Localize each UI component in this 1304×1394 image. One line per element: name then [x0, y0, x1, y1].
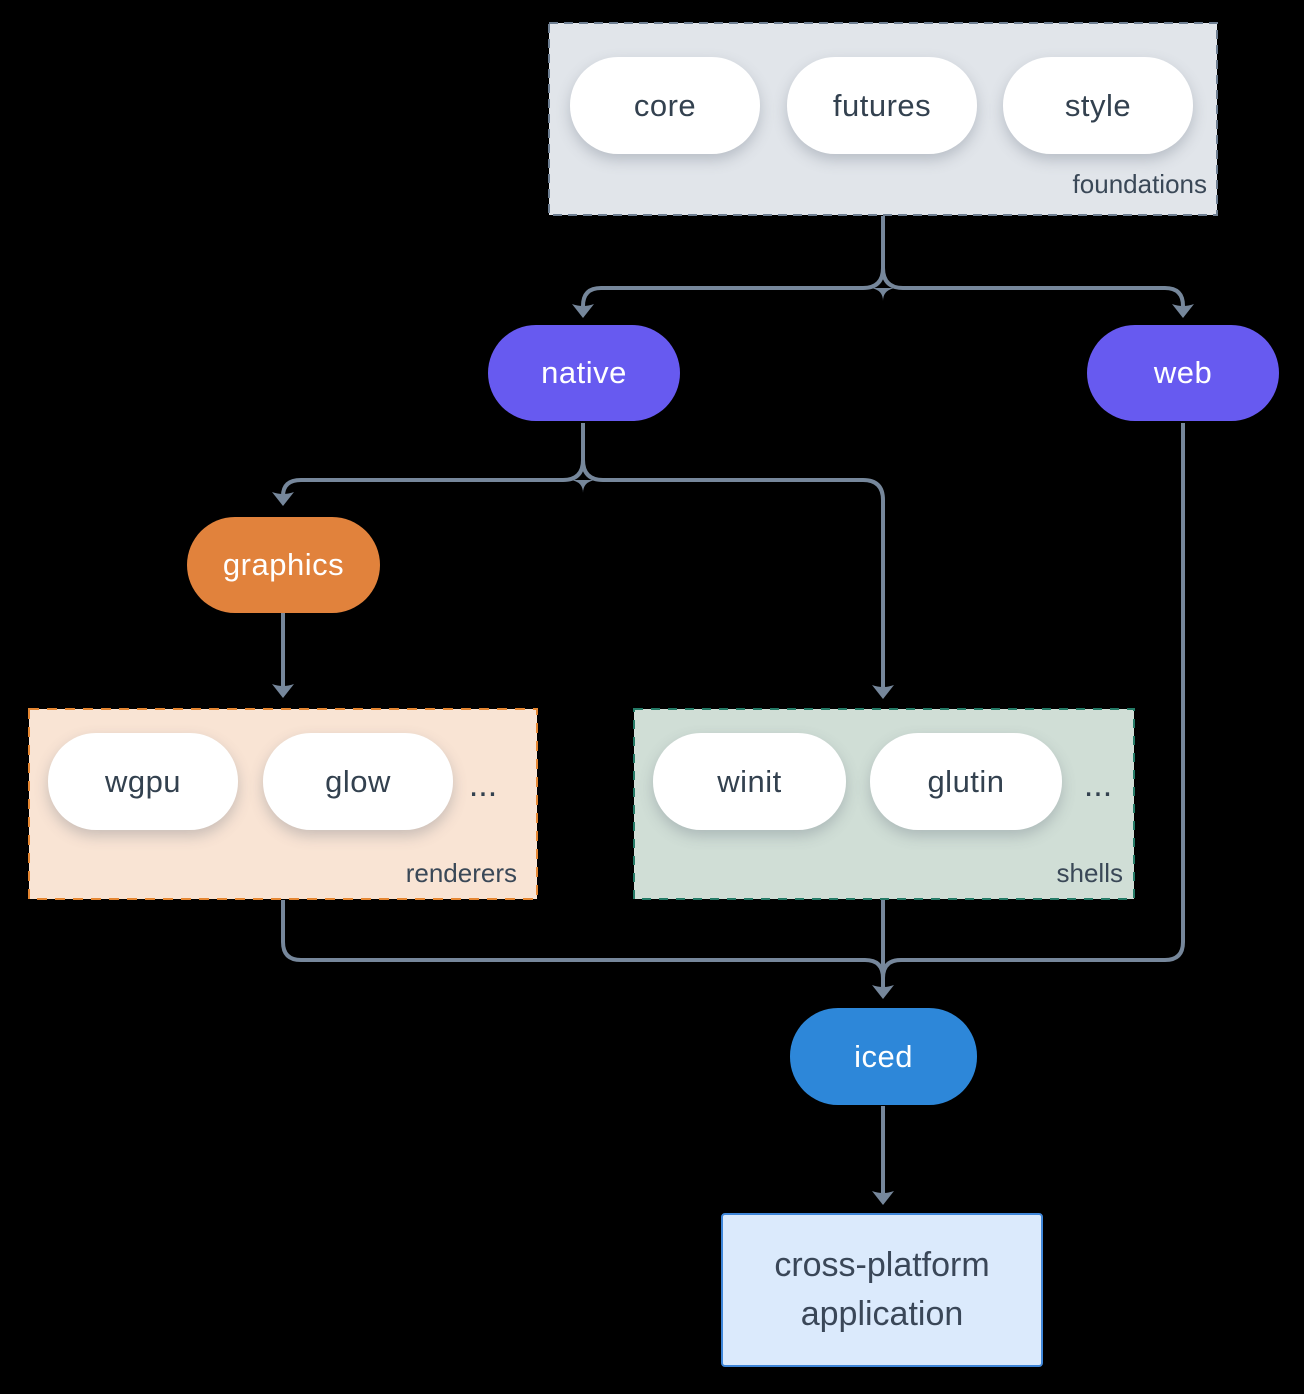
renderers-group-label: renderers [405, 858, 517, 888]
arrowhead-renderers [272, 684, 294, 698]
edge-native-graphics [281, 423, 585, 497]
node-wgpu: wgpu [48, 733, 238, 830]
node-glutin-label: glutin [927, 763, 1005, 799]
node-wgpu-label: wgpu [104, 763, 182, 799]
split-cusp-foundations [871, 288, 895, 301]
arrowhead-shells [872, 685, 894, 699]
node-glow-label: glow [325, 763, 391, 799]
node-graphics: graphics [187, 517, 380, 613]
node-native-label: native [541, 355, 627, 390]
foundations-group-label: foundations [1072, 169, 1207, 199]
node-futures: futures [787, 57, 977, 154]
node-glow: glow [263, 733, 453, 830]
node-core: core [570, 57, 760, 154]
edge-foundations-web [881, 216, 1185, 307]
shells-group-label: shells [1056, 858, 1123, 888]
node-winit: winit [653, 733, 846, 830]
renderers-ellipsis: ... [468, 765, 498, 804]
node-native: native [488, 325, 680, 421]
node-core-label: core [633, 87, 697, 123]
arrowhead-native [572, 304, 594, 318]
arrowhead-iced [872, 985, 894, 999]
edge-renderers-iced [281, 900, 885, 979]
edge-web-iced [881, 423, 1185, 979]
arrowhead-web [1172, 304, 1194, 318]
node-web: web [1087, 325, 1279, 421]
split-cusp-native [571, 480, 595, 493]
node-iced: iced [790, 1008, 977, 1105]
arrowhead-graphics [272, 492, 294, 506]
arrowhead-app [872, 1191, 894, 1205]
node-graphics-label: graphics [222, 547, 345, 582]
node-cross-platform-application-label: cross-platform application [774, 1246, 990, 1333]
edge-foundations-native [581, 216, 885, 307]
node-style-label: style [1064, 87, 1132, 123]
node-futures-label: futures [832, 87, 932, 123]
node-cross-platform-application: cross-platform application [721, 1213, 1043, 1367]
node-style: style [1003, 57, 1193, 154]
edge-native-shells [581, 423, 885, 687]
node-iced-label: iced [854, 1038, 913, 1074]
shells-ellipsis: ... [1083, 765, 1113, 804]
node-glutin: glutin [870, 733, 1062, 830]
node-winit-label: winit [717, 763, 782, 799]
node-web-label: web [1153, 355, 1213, 390]
